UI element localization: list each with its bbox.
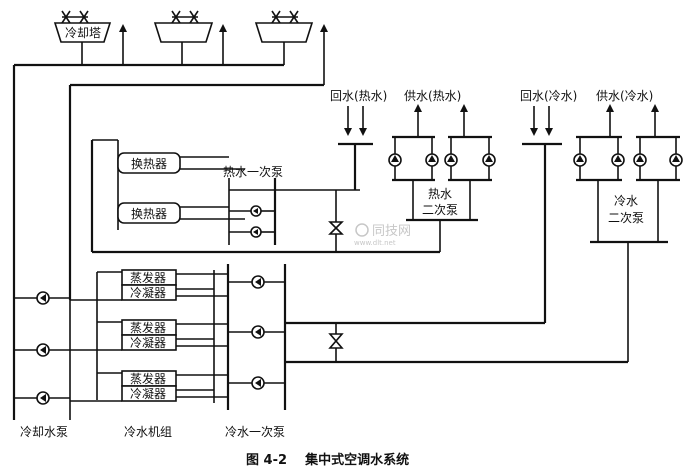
figure-caption: 图 4-2 集中式空调水系统 [246,452,409,468]
condenser-label: 冷凝器 [130,285,166,300]
cooling-water-pump-label: 冷却水泵 [20,425,68,439]
hot-water-valve [328,190,344,252]
heat-exchanger-2: 换热器 [117,202,181,224]
cooling-water-headers [12,63,324,420]
hot-primary-pump-1 [229,205,275,217]
cooling-tower-3 [254,10,314,43]
cooling-tower-1: 冷却塔 [53,10,112,43]
condenser-label: 冷凝器 [130,335,166,350]
hot-secondary-pump-label-line1: 热水 [428,187,452,201]
evaporator-label: 蒸发器 [130,371,166,386]
supply-cold-water-label: 供水(冷水) [596,89,653,103]
supply-hot-water-label: 供水(热水) [404,89,461,103]
chiller-unit-3: 蒸发器 冷凝器 [121,370,177,402]
condenser-label: 冷凝器 [130,386,166,401]
cold-secondary-pump-label-line2: 二次泵 [608,211,644,225]
hot-primary-pump-2 [229,226,275,238]
return-hot-water-label: 回水(热水) [330,89,387,103]
cold-primary-pump-label: 冷水一次泵 [225,425,285,439]
heat-exchanger-1: 换热器 [117,152,181,174]
hot-primary-pump-label: 热水一次泵 [223,165,283,179]
hot-secondary-pump-label-line2: 二次泵 [422,203,458,217]
chiller-unit-2: 蒸发器 冷凝器 [121,319,177,351]
hot-water-loop: 回水(热水) 供水(热水) 热水 二次泵 [330,89,496,252]
cooling-tower-label: 冷却塔 [65,26,101,40]
chiller-units: 蒸发器 冷凝器 蒸发器 冷凝器 蒸发器 冷凝器 [96,269,228,403]
cold-water-loop: 回水(冷水) 供水(冷水) 冷水 二次泵 [520,89,683,362]
heat-exchanger-label: 换热器 [131,157,167,171]
watermark-url: www.dlt.net [354,239,396,247]
cooling-water-pumps [14,291,122,420]
return-cold-water-label: 回水(冷水) [520,89,577,103]
tower-connections [81,24,328,85]
cold-water-valve [328,323,344,362]
cold-secondary-pump-assembly: 冷水 二次泵 [573,135,683,244]
evaporator-label: 蒸发器 [130,320,166,335]
evaporator-label: 蒸发器 [130,270,166,285]
heat-exchanger-label: 换热器 [131,207,167,221]
chiller-unit-1: 蒸发器 冷凝器 [121,269,177,301]
cold-primary-pumps [226,264,628,410]
chiller-unit-label: 冷水机组 [124,425,172,439]
cooling-tower-2 [153,10,214,43]
hot-secondary-pump-assembly: 热水 二次泵 [388,135,496,222]
cold-secondary-pump-label-line1: 冷水 [614,194,638,208]
watermark: 同技网 www.dlt.net [354,223,411,247]
watermark-text: 同技网 [372,224,411,239]
heat-exchanger-group: 换热器 换热器 热水一次泵 [90,139,440,254]
